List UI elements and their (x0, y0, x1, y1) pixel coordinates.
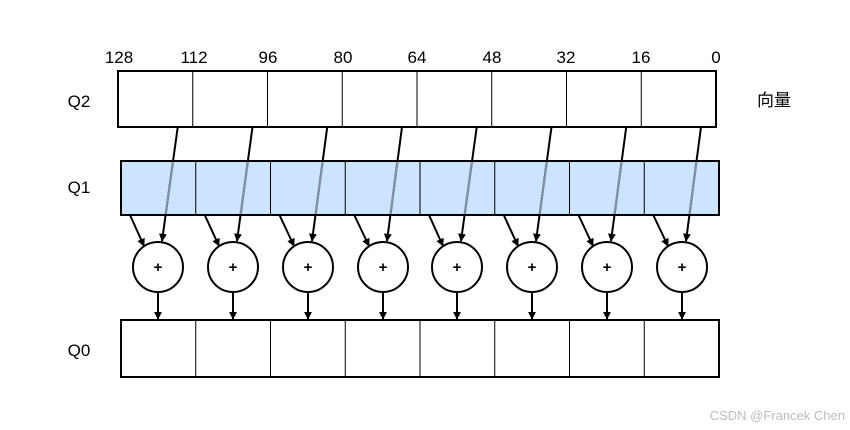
q1-arrow (278, 214, 295, 247)
q0-register (120, 319, 720, 378)
bit-label-96: 96 (259, 48, 278, 67)
q2-arrow-overlap (688, 161, 698, 215)
bit-label-80: 80 (334, 48, 353, 67)
bit-label-32: 32 (557, 48, 576, 67)
q1-arrow (353, 214, 370, 247)
q2-arrow-overlap (463, 161, 474, 215)
q1-arrow (652, 214, 669, 247)
q1-arrow (502, 214, 519, 247)
adder-plus-symbol: + (453, 259, 462, 276)
q1-arrow (428, 214, 444, 247)
adder-to-q0-arrows (154, 292, 686, 320)
q2-arrow-overlap (389, 161, 399, 215)
row-label-q2: Q2 (68, 92, 91, 111)
bit-label-64: 64 (408, 48, 427, 67)
q2-arrow-overlap (613, 161, 623, 215)
q2-arrow-overlap (164, 161, 175, 215)
adder-plus-symbol: + (304, 259, 313, 276)
q2-arrow-overlap (538, 161, 548, 215)
q1-register (120, 160, 720, 216)
row-label-q1: Q1 (68, 178, 91, 197)
bit-position-labels: 128 112 96 80 64 48 32 16 0 (105, 48, 721, 67)
q1-to-adder-arrows (129, 214, 669, 247)
adder-plus-symbol: + (154, 259, 163, 276)
adder-nodes: + + + + + + + + (132, 241, 708, 293)
q2-arrow-overlap (239, 161, 249, 215)
adder-plus-symbol: + (229, 259, 238, 276)
bit-label-48: 48 (483, 48, 502, 67)
adder-plus-symbol: + (603, 259, 612, 276)
q2-register (117, 70, 717, 128)
q1-arrow (203, 214, 220, 247)
q2-arrow-overlap (314, 161, 324, 215)
watermark-text: CSDN @Francek Chen (710, 408, 845, 423)
q2-to-adder-arrows (159, 126, 702, 242)
bit-label-0: 0 (711, 48, 720, 67)
bit-label-128: 128 (105, 48, 133, 67)
q1-arrow (129, 214, 145, 247)
adder-plus-symbol: + (678, 259, 687, 276)
row-label-q0: Q0 (68, 341, 91, 360)
vector-label: 向量 (757, 91, 791, 110)
adder-plus-symbol: + (379, 259, 388, 276)
bit-label-112: 112 (180, 48, 207, 67)
adder-plus-symbol: + (528, 259, 537, 276)
bit-label-16: 16 (632, 48, 651, 67)
q1-arrow (577, 214, 594, 247)
